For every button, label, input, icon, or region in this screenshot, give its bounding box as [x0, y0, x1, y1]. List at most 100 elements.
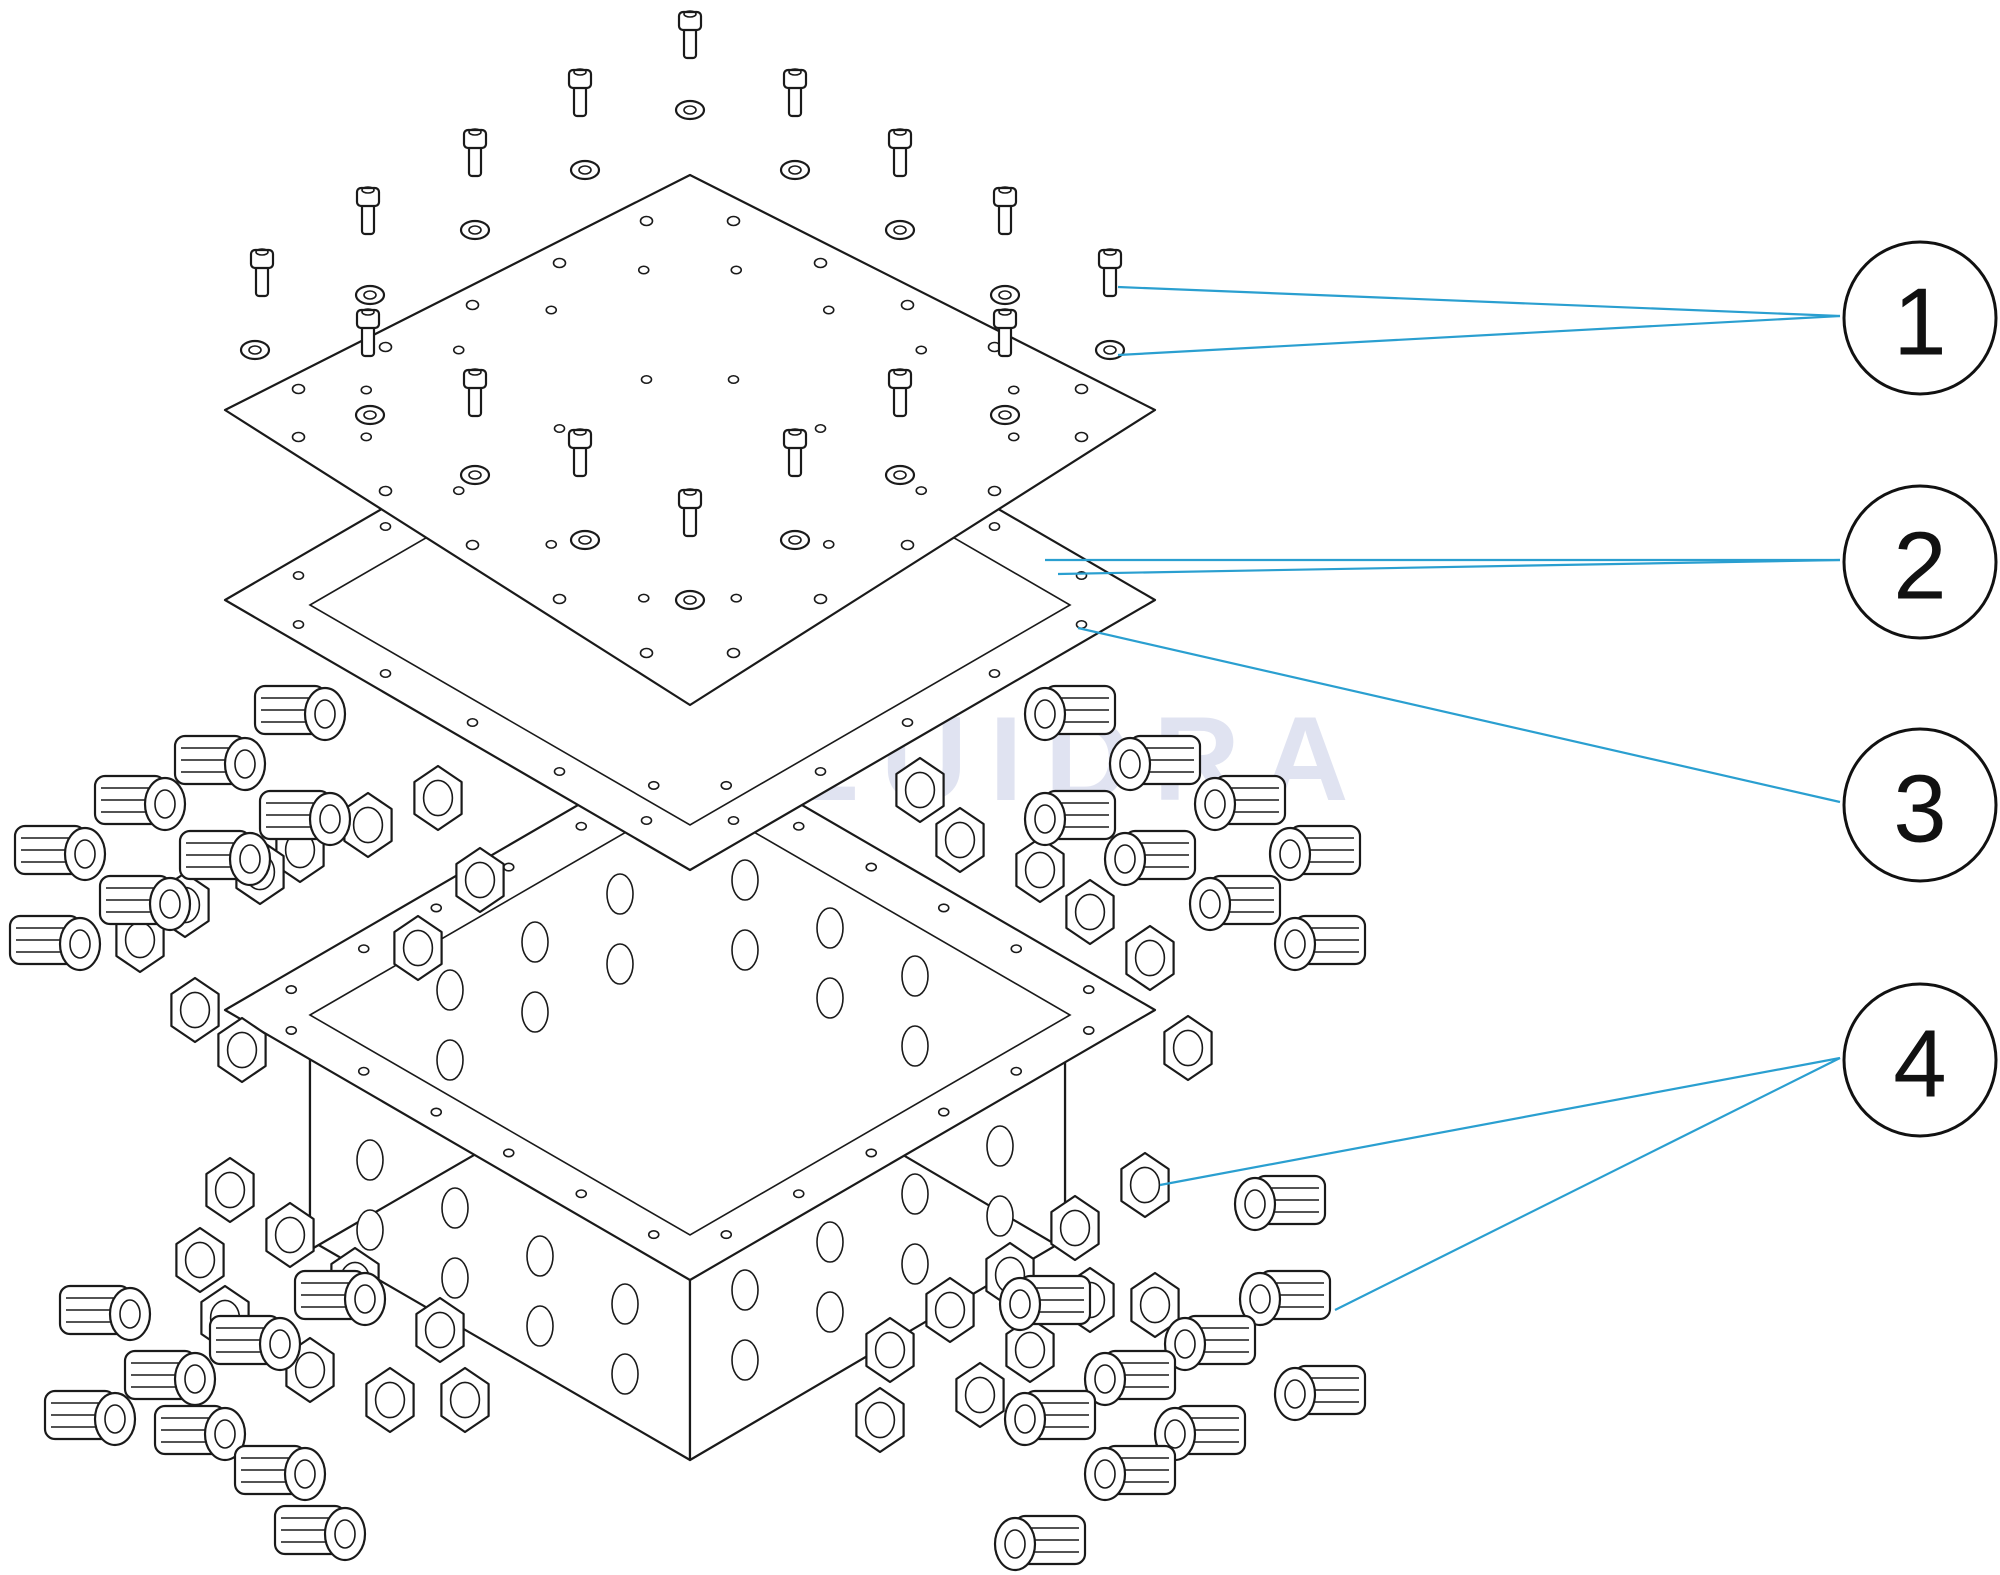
- screw-head: [355, 186, 381, 208]
- washer: [884, 464, 916, 486]
- washer-bore: [683, 105, 697, 115]
- nut-bore: [964, 1376, 996, 1414]
- gland-opening: [1034, 804, 1056, 834]
- cable-gland: [1273, 1364, 1367, 1422]
- cable-gland: [1268, 824, 1362, 882]
- plate-hole: [1074, 383, 1089, 395]
- washers: [239, 99, 1126, 611]
- gland-opening: [1119, 749, 1141, 779]
- gland-opening: [214, 1419, 236, 1449]
- box-inner-hole: [521, 991, 549, 1033]
- cable-gland: [1083, 1349, 1177, 1407]
- gland-opening: [334, 1519, 356, 1549]
- flange-hole: [647, 1230, 660, 1240]
- gland-opening: [69, 929, 91, 959]
- leader-3: [1077, 626, 1841, 804]
- nut-bore: [352, 806, 384, 844]
- gland-opening: [1284, 929, 1306, 959]
- cable-gland: [123, 1349, 217, 1407]
- washer-bore: [998, 290, 1012, 300]
- box-inner-hole: [436, 969, 464, 1011]
- screw-socket: [255, 248, 269, 256]
- gasket-hole: [292, 619, 305, 630]
- box-side-hole: [731, 1339, 759, 1381]
- plate-hole: [552, 257, 567, 269]
- gland-opening: [1204, 789, 1226, 819]
- flange-hole: [720, 780, 733, 790]
- nut-bore: [1014, 1331, 1046, 1369]
- gland-opening: [319, 804, 341, 834]
- flange-hole: [357, 1066, 370, 1076]
- nut-bore: [1139, 1286, 1171, 1324]
- plate-hole: [360, 432, 373, 442]
- leader-1b: [1117, 314, 1841, 357]
- leader-2b: [1057, 558, 1841, 576]
- washer-bore: [788, 535, 802, 545]
- washer: [989, 404, 1021, 426]
- nut-bore: [294, 1351, 326, 1389]
- plate-hole: [545, 539, 558, 549]
- gland-opening: [1004, 1529, 1026, 1559]
- callout-1: 1: [1842, 240, 1998, 396]
- cable-gland: [93, 774, 187, 832]
- callout-2: 2: [1842, 484, 1998, 640]
- callout-2-label: 2: [1893, 513, 1946, 620]
- gasket-hole: [379, 668, 392, 679]
- flange-holes: [285, 780, 1095, 1240]
- washer: [1094, 339, 1126, 361]
- flange-hole: [937, 903, 950, 913]
- screw-head: [567, 428, 593, 450]
- cable-gland: [253, 684, 347, 742]
- washer: [779, 159, 811, 181]
- nut-bore: [1024, 851, 1056, 889]
- cable-gland: [208, 1314, 302, 1372]
- screw-socket: [361, 308, 375, 316]
- gland-opening: [1014, 1404, 1036, 1434]
- box-side-hole: [611, 1353, 639, 1395]
- cable-gland: [153, 1404, 247, 1462]
- nut-bore: [226, 1031, 258, 1069]
- gland-opening: [1244, 1189, 1266, 1219]
- washer: [354, 284, 386, 306]
- washer-bore: [893, 470, 907, 480]
- cable-gland: [173, 734, 267, 792]
- callout-3-label: 3: [1893, 756, 1946, 863]
- screw-head: [782, 68, 808, 90]
- cable-gland: [13, 824, 107, 882]
- gland-opening: [1164, 1419, 1186, 1449]
- plate-hole: [1074, 431, 1089, 443]
- plate-hole: [452, 345, 465, 355]
- box-side-holes: [356, 859, 1014, 1395]
- gland-opening: [104, 1404, 126, 1434]
- cable-gland: [1188, 874, 1282, 932]
- plate-hole: [637, 593, 650, 603]
- flange-hole: [937, 1107, 950, 1117]
- screw-head: [992, 186, 1018, 208]
- screw-head: [355, 308, 381, 330]
- gland-opening: [1094, 1459, 1116, 1489]
- screw-socket: [788, 428, 802, 436]
- nut-bore: [1059, 1209, 1091, 1247]
- box-side-hole: [356, 1139, 384, 1181]
- leader-4b: [1334, 1057, 1841, 1311]
- washer: [884, 219, 916, 241]
- flange-hole: [575, 1189, 588, 1199]
- cable-gland: [178, 829, 272, 887]
- gasket-hole: [292, 570, 305, 581]
- cable-gland: [1163, 1314, 1257, 1372]
- nut-bore: [449, 1381, 481, 1419]
- washer: [779, 529, 811, 551]
- gland-opening: [74, 839, 96, 869]
- box-inner-hole: [901, 1025, 929, 1067]
- cable-gland: [1238, 1269, 1332, 1327]
- screw-head: [677, 488, 703, 510]
- gland-opening: [1279, 839, 1301, 869]
- gasket-hole: [640, 815, 653, 826]
- nut-bore: [464, 861, 496, 899]
- washer-bore: [788, 165, 802, 175]
- screw-socket: [683, 488, 697, 496]
- plate-hole: [360, 385, 373, 395]
- cable-gland: [1233, 1174, 1327, 1232]
- callout-4: 4: [1842, 982, 1998, 1138]
- washer-bore: [363, 290, 377, 300]
